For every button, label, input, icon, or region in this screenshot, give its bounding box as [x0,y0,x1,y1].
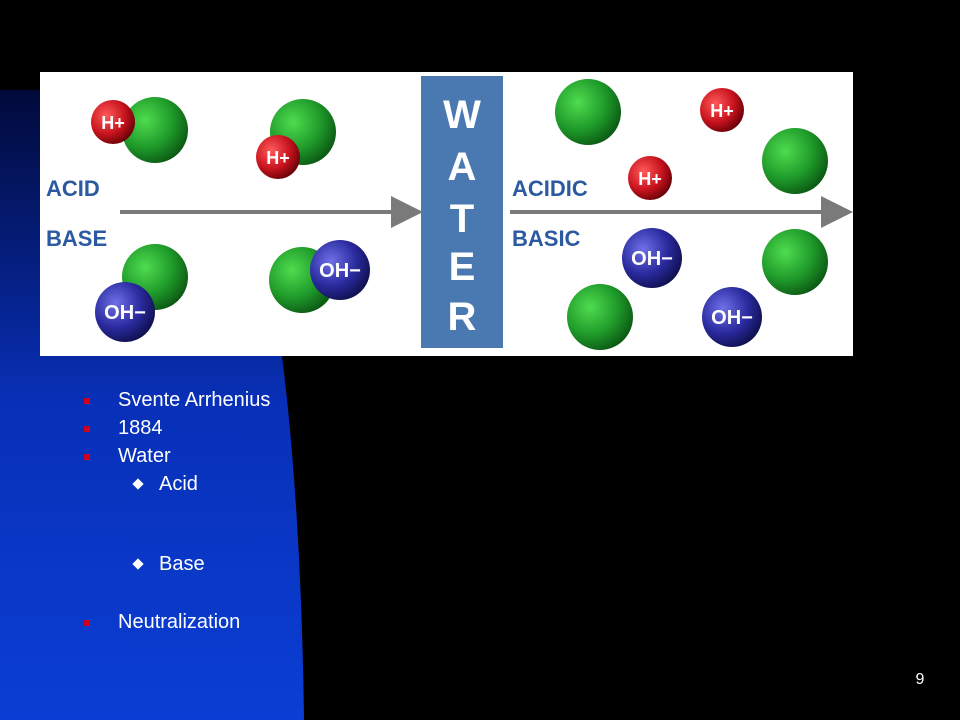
green-molecule [762,128,828,194]
water-letter: W [443,93,481,137]
bullet-text: Acid [159,473,198,495]
arrhenius-acid-base-illustration: ACID BASE ACIDIC BASIC W A T E R H+ H+ O… [40,72,853,356]
bullet-text: Neutralization [118,611,241,633]
bullet-year: 1884 [82,414,270,442]
green-molecule [122,97,188,163]
label-base: BASE [46,226,107,251]
green-molecule [555,79,621,145]
green-molecule [762,229,828,295]
bullet-arrhenius: Svente Arrhenius [82,386,270,414]
hydrogen-ion-label: H+ [101,113,125,133]
page-number: 9 [915,671,925,688]
hydrogen-ion-label: H+ [710,101,734,121]
water-letter: R [448,295,477,339]
water-column [421,76,503,348]
water-letter: E [449,245,476,289]
hydrogen-ion [256,135,300,179]
diamond-bullet-icon [132,478,144,490]
green-molecule [567,284,633,350]
bullet-text: 1884 [118,417,163,439]
hydroxide-ion [622,228,682,288]
hydroxide-ion-label: OH− [104,302,146,324]
hydrogen-ion [628,156,672,200]
label-acidic: ACIDIC [512,176,588,201]
hydroxide-ion [702,287,762,347]
sub-bullet-acid: Acid [82,470,270,498]
water-letter: A [448,145,477,189]
hydrogen-ion-label: H+ [638,169,662,189]
label-acid: ACID [46,176,100,201]
hydrogen-ion [700,88,744,132]
bullet-text: Base [159,553,205,575]
hydroxide-ion [95,282,155,342]
hydrogen-ion-label: H+ [266,148,290,168]
hydrogen-ion [91,100,135,144]
bullet-text: Water [118,445,171,467]
bullet-neutralization: Neutralization [82,608,270,636]
hydroxide-ion-label: OH− [319,260,361,282]
water-letter: T [450,197,474,241]
hydroxide-ion [310,240,370,300]
bullet-text: Svente Arrhenius [118,389,271,411]
diamond-bullet-icon [132,558,144,570]
sub-bullet-base: Base [82,550,270,578]
label-basic: BASIC [512,226,581,251]
hydroxide-ion-label: OH− [711,307,753,329]
bullet-list: Svente Arrhenius 1884 Water Acid Base Ne… [82,386,270,636]
hydroxide-ion-label: OH− [631,248,673,270]
bullet-water: Water [82,442,270,470]
